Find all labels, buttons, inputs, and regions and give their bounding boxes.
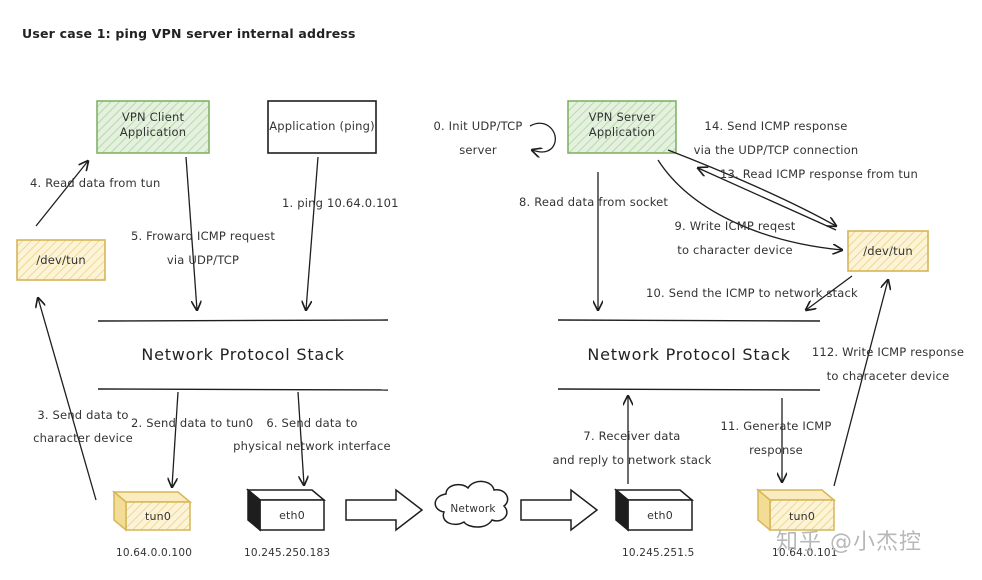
eth0-left-label: eth0 — [279, 509, 305, 522]
step-0-label: 0. Init UDP/TCP server — [433, 119, 523, 157]
left-stack-top-line — [97, 319, 389, 322]
block-arrow-left — [345, 488, 424, 532]
step-7-label: 7. Receiver data and reply to network st… — [552, 429, 712, 467]
step-6-label: 6. Send data to physical network interfa… — [233, 416, 391, 453]
vpn-client-label: VPN Client Application — [119, 110, 187, 139]
diagram-title: User case 1: ping VPN server internal ad… — [22, 26, 356, 41]
ip-tun0-left: 10.64.0.0.100 — [116, 547, 193, 559]
arrow-0-init-loop — [530, 122, 556, 152]
dev-tun-right-box — [847, 230, 929, 272]
tun0-right-device — [755, 488, 837, 532]
arrow-2-to-tun0 — [172, 391, 179, 487]
arrow-12-write-response — [833, 280, 888, 487]
ip-eth0-left: 10.245.250.183 — [244, 547, 331, 559]
network-cloud — [434, 480, 509, 528]
right-stack-bottom-line — [557, 388, 821, 391]
dev-tun-left-box — [16, 239, 106, 281]
right-stack-top-line — [557, 319, 821, 322]
arrow-6-to-eth0 — [297, 391, 304, 485]
step-2-label: 2. Send data to tun0 — [131, 416, 254, 430]
application-ping-box — [267, 100, 377, 154]
watermark: 知乎 @小杰控 — [776, 530, 922, 555]
step-10-label: 10. Send the ICMP to network stack — [646, 286, 858, 300]
left-stack-label: Network Protocol Stack — [141, 345, 345, 364]
network-label: Network — [450, 503, 496, 515]
step-8-label: 8. Read data from socket — [519, 195, 669, 209]
arrow-1-ping — [306, 156, 319, 310]
step-13-label: 13. Read ICMP response from tun — [720, 167, 919, 181]
arrow-10-send-icmp — [806, 275, 853, 310]
ip-eth0-right: 10.245.251.5 — [622, 547, 695, 559]
tun0-right-label: tun0 — [788, 510, 816, 523]
arrow-9-write-request — [657, 159, 842, 250]
step-5-label: 5. Froward ICMP request via UDP/TCP — [130, 229, 276, 267]
step-4-label: 4. Read data from tun — [30, 176, 161, 190]
arrow-13-read-response — [698, 168, 837, 231]
right-stack-label: Network Protocol Stack — [587, 345, 791, 364]
block-arrow-right — [520, 488, 599, 532]
tun0-left-device — [111, 490, 193, 532]
step-12-label: 112. Write ICMP response to characeter d… — [811, 345, 965, 383]
tun0-left-label: tun0 — [144, 510, 172, 523]
step-9-label: 9. Write ICMP reqest to character device — [674, 219, 796, 257]
arrow-14-send-response — [667, 149, 836, 226]
arrow-3-to-dev-tun — [38, 298, 97, 501]
arrow-5-forward — [185, 156, 197, 310]
step-14-label: 14. Send ICMP response via the UDP/TCP c… — [693, 119, 859, 157]
arrow-4-read-tun — [35, 161, 88, 227]
dev-tun-left-label: /dev/tun — [36, 253, 86, 267]
vpn-client-box — [96, 100, 210, 154]
eth0-right-label: eth0 — [647, 509, 673, 522]
vpn-server-box — [567, 100, 677, 154]
step-3-label: 3. Send data to character device — [33, 408, 133, 445]
step-11-label: 11. Generate ICMP response — [720, 419, 832, 457]
eth0-right-device — [613, 488, 695, 532]
ip-tun0-right: 10.64.0.101 — [772, 547, 838, 559]
step-1-label: 1. ping 10.64.0.101 — [282, 196, 399, 210]
vpn-server-label: VPN Server Application — [588, 110, 656, 139]
dev-tun-right-label: /dev/tun — [863, 244, 913, 258]
application-ping-label: Application (ping) — [269, 119, 375, 133]
eth0-left-device — [245, 488, 327, 532]
left-stack-bottom-line — [97, 388, 389, 391]
